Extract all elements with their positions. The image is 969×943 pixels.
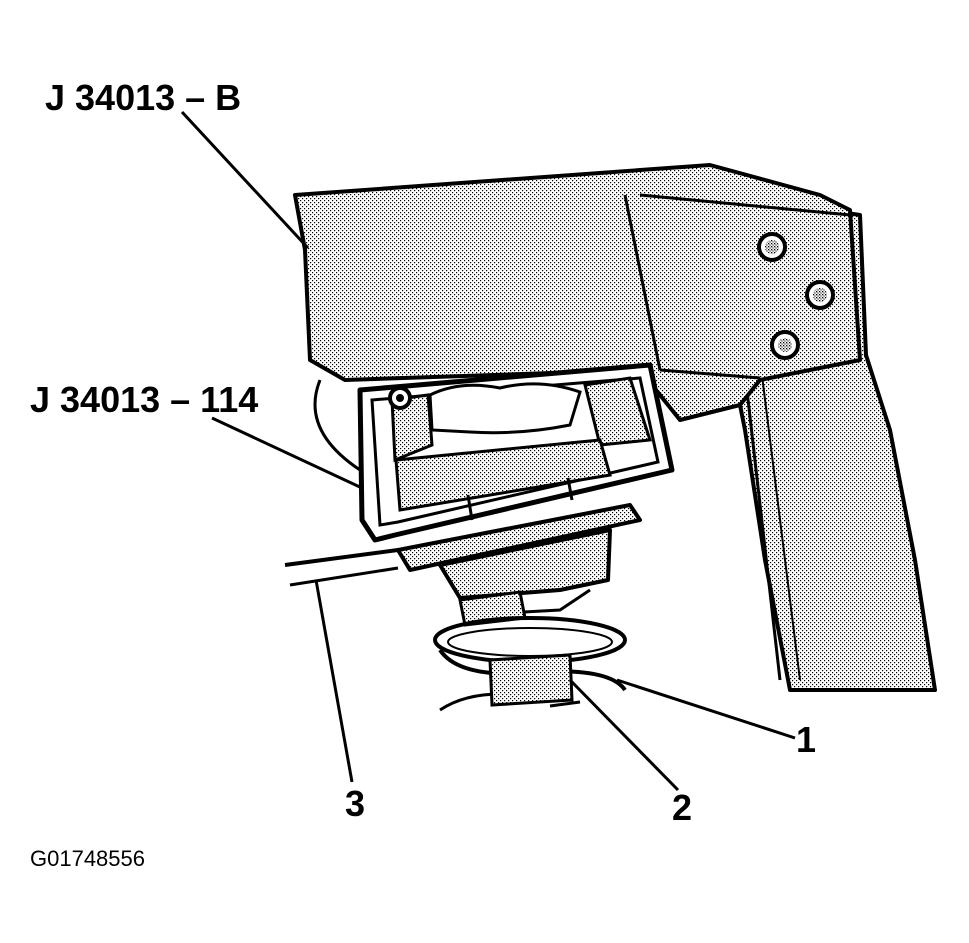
figure-id: G01748556 [30, 846, 145, 871]
leader-callout-1 [616, 678, 796, 740]
strut-body [488, 653, 574, 707]
label-tool-j34013-114: J 34013 – 114 [30, 379, 259, 420]
tool-body-j34013b [293, 163, 862, 472]
leader-lines [180, 110, 796, 792]
callout-2: 2 [672, 787, 693, 828]
strut-upper-mount [396, 477, 642, 617]
callout-1: 1 [796, 719, 817, 760]
frame-bolts [757, 232, 835, 360]
callout-3: 3 [345, 783, 366, 824]
adapter-bracket-j34013-114 [357, 362, 675, 543]
leader-callout-2 [568, 678, 680, 792]
leader-callout-3 [314, 579, 354, 783]
leader-tool-main [180, 110, 310, 250]
leader-tool-adapter [211, 416, 363, 490]
label-tool-j34013b: J 34013 – B [45, 77, 242, 118]
fender-edge [284, 548, 399, 587]
